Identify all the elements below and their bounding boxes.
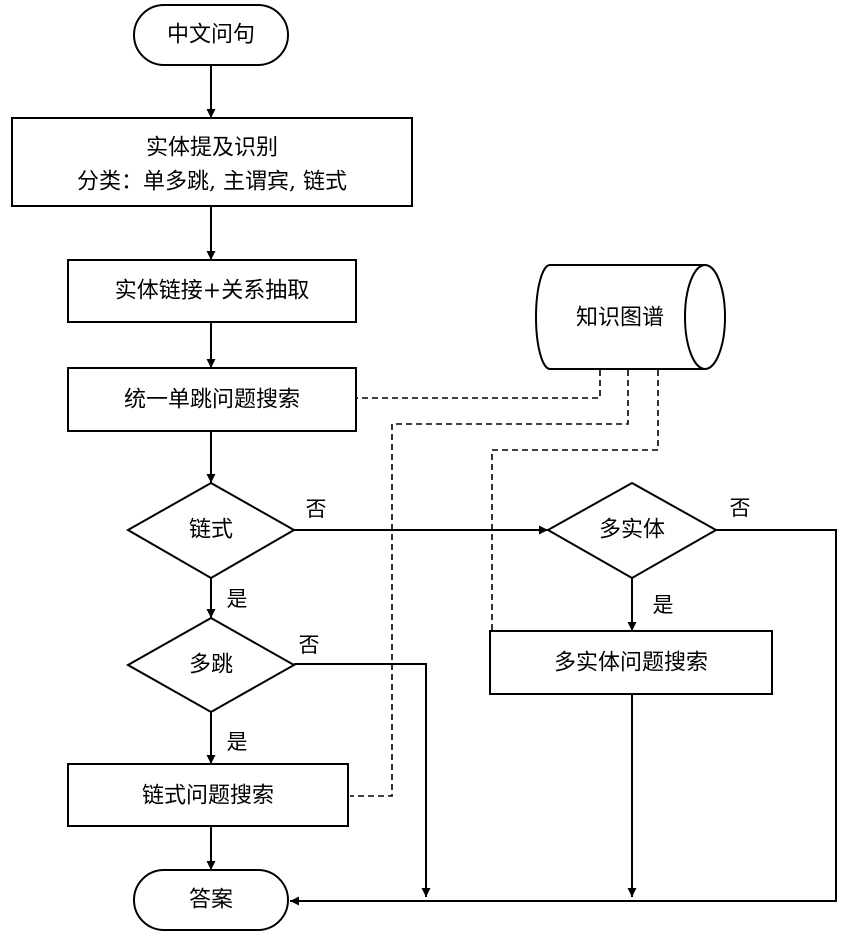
- start-terminal: [133, 4, 289, 66]
- multi-entity-decision: [545, 481, 719, 580]
- arrow-multi-entity-no-to-answer: [290, 529, 837, 906]
- chain-no-label: 否: [306, 497, 327, 521]
- multi-entity-yes-label: 是: [653, 593, 674, 617]
- chain-decision: [125, 481, 297, 580]
- arrow-multi-hop-no-to-answer: [294, 663, 431, 897]
- entity-recognition-label-line2: 分类：单多跳, 主谓宾, 链式: [77, 170, 347, 195]
- knowledge-graph-cylinder-edge: [684, 264, 706, 370]
- knowledge-graph-label: 知识图谱: [576, 306, 664, 331]
- answer-terminal: [133, 869, 289, 931]
- solid-connectors: [206, 65, 837, 906]
- dashed-kg-to-chain-search: [350, 370, 629, 797]
- single-hop-search-box: [67, 367, 357, 432]
- chain-search-box: [67, 763, 349, 827]
- entity-recognition-box: [11, 117, 413, 207]
- chain-decision-label: 链式: [189, 518, 233, 543]
- single-hop-search-label: 统一单跳问题搜索: [124, 388, 300, 413]
- entity-linking-label: 实体链接+关系抽取: [115, 279, 309, 304]
- multi-hop-decision-label: 多跳: [189, 653, 233, 678]
- dashed-kg-to-single-hop-search: [356, 370, 601, 399]
- chain-search-label: 链式问题搜索: [142, 784, 274, 809]
- multi-entity-no-label: 否: [730, 496, 751, 520]
- multi-hop-no-label: 否: [299, 633, 320, 657]
- dashed-kg-to-multi-entity-search: [491, 370, 659, 632]
- entity-recognition-label-line1: 实体提及识别: [146, 136, 278, 161]
- multi-entity-search-label: 多实体问题搜索: [554, 651, 708, 676]
- chain-yes-label: 是: [227, 587, 248, 611]
- multi-entity-search-box: [489, 630, 773, 695]
- start-label: 中文问句: [167, 23, 255, 48]
- multi-hop-decision: [125, 616, 297, 714]
- multi-hop-yes-label: 是: [227, 730, 248, 754]
- entity-linking-box: [67, 259, 357, 323]
- multi-entity-decision-label: 多实体: [599, 518, 665, 543]
- dashed-connectors: [350, 370, 659, 797]
- answer-label: 答案: [189, 888, 233, 913]
